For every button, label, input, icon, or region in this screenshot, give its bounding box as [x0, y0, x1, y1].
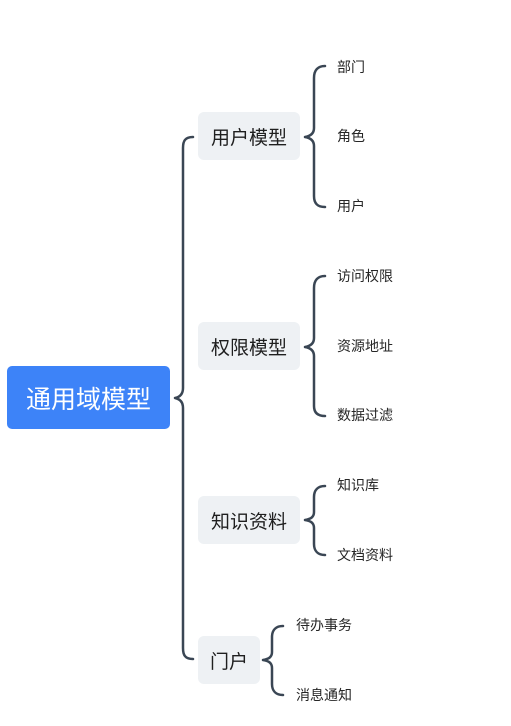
branch-bracket-knowledge: [303, 484, 327, 557]
root-bracket: [173, 135, 195, 661]
branch-node-knowledge[interactable]: 知识资料: [198, 496, 300, 544]
branch-node-label: 权限模型: [210, 336, 287, 359]
branch-node-user-model[interactable]: 用户模型: [198, 112, 300, 160]
branch-node-label: 用户模型: [210, 126, 287, 149]
branch-bracket-portal: [261, 624, 285, 697]
leaf-node-user[interactable]: 用户: [337, 199, 365, 215]
leaf-node-role[interactable]: 角色: [337, 129, 365, 145]
leaf-node-notifications[interactable]: 消息通知: [296, 688, 352, 704]
branch-node-permission-model[interactable]: 权限模型: [198, 322, 300, 370]
leaf-node-todo-tasks[interactable]: 待办事务: [296, 618, 352, 634]
root-node[interactable]: 通用域模型: [7, 366, 170, 429]
leaf-node-knowledge-base[interactable]: 知识库: [337, 478, 379, 494]
branch-node-label: 知识资料: [210, 510, 287, 533]
branch-bracket-user-model: [303, 64, 327, 209]
leaf-node-department[interactable]: 部门: [337, 60, 365, 76]
leaf-node-access-permission[interactable]: 访问权限: [337, 269, 393, 285]
root-node-label: 通用域模型: [25, 384, 151, 414]
branch-node-label: 门户: [209, 650, 248, 673]
branch-node-portal[interactable]: 门户: [198, 636, 260, 684]
leaf-node-resource-address[interactable]: 资源地址: [337, 339, 393, 355]
branch-bracket-permission-model: [303, 274, 327, 418]
leaf-node-data-filter[interactable]: 数据过滤: [337, 408, 393, 424]
leaf-node-documents[interactable]: 文档资料: [337, 548, 393, 564]
